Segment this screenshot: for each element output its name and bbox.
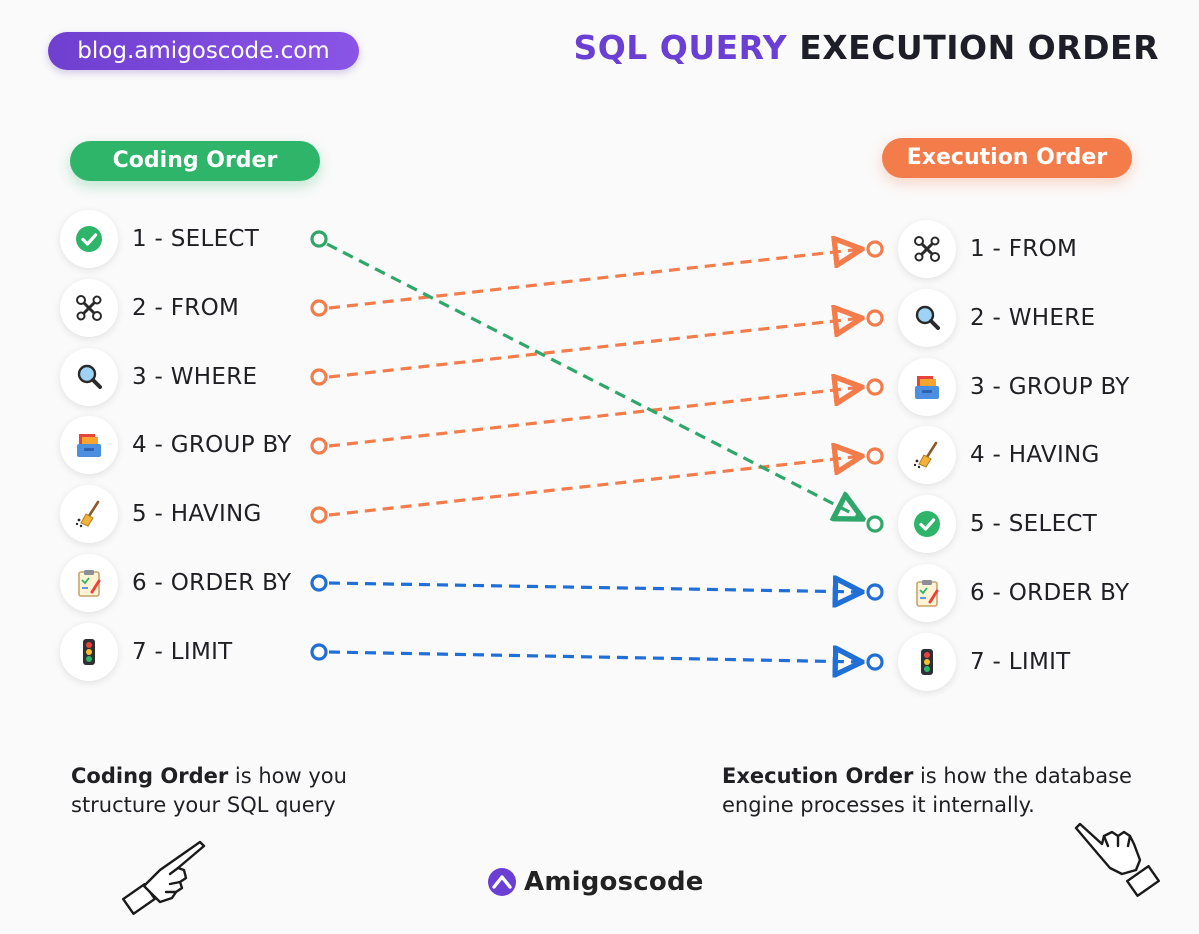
blog-url-badge[interactable]: blog.amigoscode.com <box>48 32 359 70</box>
note-bold: Coding Order <box>71 764 229 788</box>
coding-item-from: 2 - FROM <box>60 278 239 338</box>
pointing-hand-icon <box>1074 822 1161 898</box>
pointing-hand-icon <box>121 840 206 916</box>
title-rest: EXECUTION ORDER <box>799 28 1159 67</box>
exec-item-having: 4 - HAVING <box>898 425 1100 485</box>
exec-item-label: 4 - HAVING <box>970 442 1100 468</box>
coding-item-order-by: 6 - ORDER BY <box>60 553 291 613</box>
connector-select <box>310 230 884 533</box>
folders-icon <box>60 416 118 474</box>
coding-item-select: 1 - SELECT <box>60 209 259 269</box>
execution-order-pill: Execution Order <box>882 138 1132 178</box>
broom-icon <box>60 485 118 543</box>
coding-item-limit: 7 - LIMIT <box>60 622 233 682</box>
coding-item-having: 5 - HAVING <box>60 484 262 544</box>
exec-item-from: 1 - FROM <box>898 219 1077 279</box>
exec-item-limit: 7 - LIMIT <box>898 632 1071 692</box>
title-highlight: SQL QUERY <box>573 28 788 67</box>
exec-item-where: 2 - WHERE <box>898 288 1095 348</box>
coding-item-label: 4 - GROUP BY <box>132 432 292 458</box>
connector-order-by <box>310 574 884 599</box>
coding-item-label: 7 - LIMIT <box>132 639 233 665</box>
exec-item-label: 3 - GROUP BY <box>970 374 1130 400</box>
magnifier-icon <box>898 289 956 347</box>
coding-item-where: 3 - WHERE <box>60 347 257 407</box>
note-text: is how the database engine processes it … <box>722 764 1132 817</box>
connector-group-by <box>310 380 884 455</box>
exec-item-order-by: 6 - ORDER BY <box>898 563 1129 623</box>
coding-order-note: Coding Order is how you structure your S… <box>71 762 391 820</box>
page-title: SQL QUERY EXECUTION ORDER <box>573 28 1159 67</box>
exec-item-label: 2 - WHERE <box>970 305 1096 331</box>
tools-icon <box>898 220 956 278</box>
coding-item-label: 3 - WHERE <box>132 364 258 390</box>
exec-item-label: 5 - SELECT <box>970 511 1098 537</box>
coding-item-group-by: 4 - GROUP BY <box>60 415 292 475</box>
folders-icon <box>898 358 956 416</box>
execution-order-note: Execution Order is how the database engi… <box>722 762 1172 820</box>
check-icon <box>898 495 956 553</box>
magnifier-icon <box>60 348 118 406</box>
clipboard-icon <box>898 564 956 622</box>
coding-item-label: 1 - SELECT <box>132 226 260 252</box>
amigoscode-logo[interactable]: Amigoscode <box>486 866 704 898</box>
coding-item-label: 2 - FROM <box>132 295 240 321</box>
connector-limit <box>310 643 884 669</box>
connector-where <box>310 311 884 386</box>
coding-item-label: 5 - HAVING <box>132 501 262 527</box>
coding-order-pill: Coding Order <box>70 141 320 181</box>
brand-name: Amigoscode <box>524 867 704 897</box>
connector-from <box>310 242 884 317</box>
exec-item-label: 7 - LIMIT <box>970 649 1071 675</box>
coding-item-label: 6 - ORDER BY <box>132 570 292 596</box>
exec-item-select: 5 - SELECT <box>898 494 1097 554</box>
check-icon <box>60 210 118 268</box>
broom-icon <box>898 426 956 484</box>
exec-item-label: 1 - FROM <box>970 236 1078 262</box>
connector-having <box>310 449 884 524</box>
tools-icon <box>60 279 118 337</box>
traffic-light-icon <box>898 633 956 691</box>
exec-item-group-by: 3 - GROUP BY <box>898 357 1130 417</box>
exec-item-label: 6 - ORDER BY <box>970 580 1130 606</box>
amigoscode-logo-icon <box>488 868 516 896</box>
note-bold: Execution Order <box>722 764 914 788</box>
clipboard-icon <box>60 554 118 612</box>
note-text: is how you structure your SQL query <box>71 764 347 817</box>
traffic-light-icon <box>60 623 118 681</box>
